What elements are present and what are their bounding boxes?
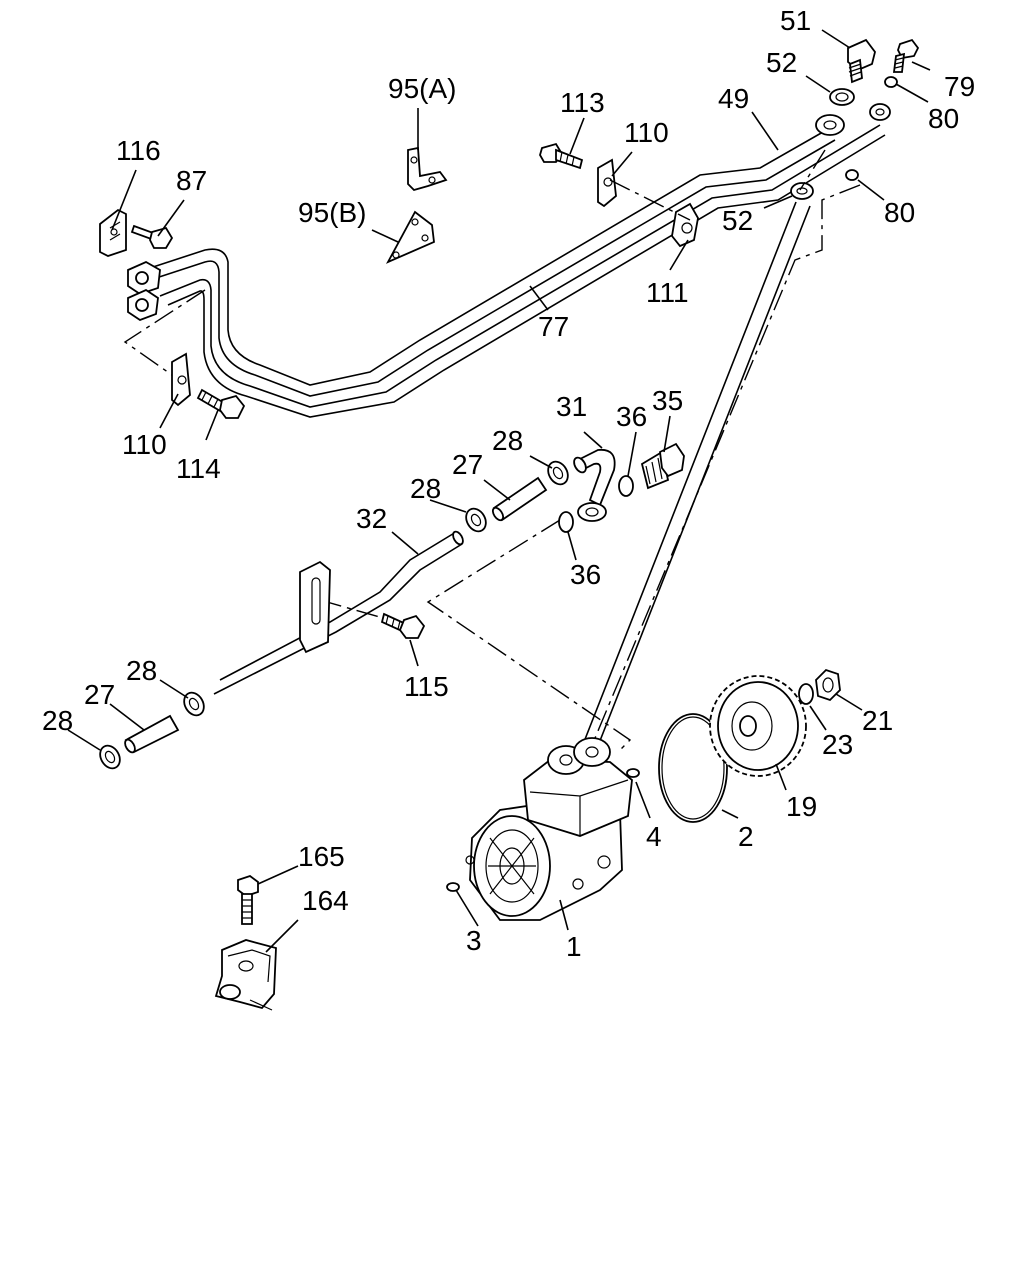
washer-52-top	[829, 88, 855, 106]
label-35: 35	[652, 385, 683, 416]
pipe-49-vertical	[579, 201, 811, 757]
leader-lines	[123, 149, 861, 751]
pipe-49-fittings	[815, 103, 891, 136]
label-28-b: 28	[410, 473, 441, 504]
washer-36-lower	[558, 511, 574, 533]
label-3: 3	[466, 925, 482, 956]
bracket-164	[214, 939, 277, 1011]
bolt-113	[539, 142, 584, 170]
bracket-116	[99, 208, 127, 257]
clip-111	[671, 202, 699, 248]
label-36-lower: 36	[570, 559, 601, 590]
label-110-upper: 110	[624, 117, 669, 148]
bolt-79	[892, 38, 920, 73]
dowel-4	[626, 768, 640, 778]
pipe-77-left-fittings	[127, 260, 161, 322]
o-ring-2	[658, 713, 728, 823]
label-36-upper: 36	[616, 401, 647, 432]
label-31: 31	[556, 391, 587, 422]
bracket-pipe-32	[299, 560, 331, 654]
washer-36-upper	[618, 475, 634, 497]
bolt-87	[130, 224, 174, 249]
label-116: 116	[116, 135, 161, 166]
bolt-115	[380, 612, 426, 639]
clip-110-upper	[597, 158, 617, 208]
label-95a: 95(A)	[388, 73, 456, 104]
air-compressor-1	[465, 737, 633, 921]
label-49: 49	[718, 83, 749, 114]
label-52-top: 52	[766, 47, 797, 78]
clamp-28-d	[99, 744, 121, 770]
banjo-bolt-35	[640, 442, 685, 490]
bracket-95b	[385, 210, 435, 264]
clamp-28-b	[465, 507, 487, 533]
washer-23	[798, 683, 814, 705]
label-80-bottom: 80	[884, 197, 915, 228]
label-95b: 95(B)	[298, 197, 366, 228]
banjo-bolt-51	[847, 38, 876, 84]
label-4: 4	[646, 821, 662, 852]
callout-lines	[67, 29, 931, 953]
washer-80-bottom	[845, 169, 859, 181]
label-165: 165	[298, 841, 345, 872]
label-52-bottom: 52	[722, 205, 753, 236]
label-21: 21	[862, 705, 893, 736]
label-77: 77	[538, 311, 569, 342]
label-1: 1	[566, 931, 582, 962]
label-27-upper: 27	[452, 449, 483, 480]
clamp-28-a	[547, 460, 569, 486]
label-23: 23	[822, 729, 853, 760]
bracket-95a	[407, 146, 448, 192]
dowel-3	[446, 882, 460, 892]
hose-27-upper	[491, 476, 548, 522]
label-114: 114	[176, 453, 221, 484]
part-labels: 51 52 79 80 49 52 80 95(A) 95(B) 113 110…	[42, 5, 975, 962]
label-115: 115	[404, 671, 449, 702]
label-19: 19	[786, 791, 817, 822]
label-28-c: 28	[126, 655, 157, 686]
label-113: 113	[560, 87, 605, 118]
label-2: 2	[738, 821, 754, 852]
elbow-31	[573, 448, 616, 522]
label-87: 87	[176, 165, 207, 196]
label-32: 32	[356, 503, 387, 534]
label-111: 111	[646, 277, 689, 308]
label-28-a: 28	[492, 425, 523, 456]
gear-19	[709, 675, 807, 777]
pipe-32	[213, 530, 464, 695]
label-51: 51	[780, 5, 811, 36]
clip-110-lower	[171, 352, 191, 407]
washer-80-top	[884, 76, 898, 88]
label-164: 164	[302, 885, 349, 916]
bolt-114	[196, 388, 246, 419]
label-79: 79	[944, 71, 975, 102]
bolt-165	[237, 874, 259, 925]
label-27-lower: 27	[84, 679, 115, 710]
nut-21	[815, 668, 841, 702]
washer-52-bottom	[790, 182, 814, 200]
label-80-top: 80	[928, 103, 959, 134]
pipe-77	[149, 124, 886, 418]
label-28-d: 28	[42, 705, 73, 736]
hose-27-lower	[124, 714, 180, 754]
label-110-lower: 110	[122, 429, 167, 460]
clamp-28-c	[183, 691, 205, 717]
